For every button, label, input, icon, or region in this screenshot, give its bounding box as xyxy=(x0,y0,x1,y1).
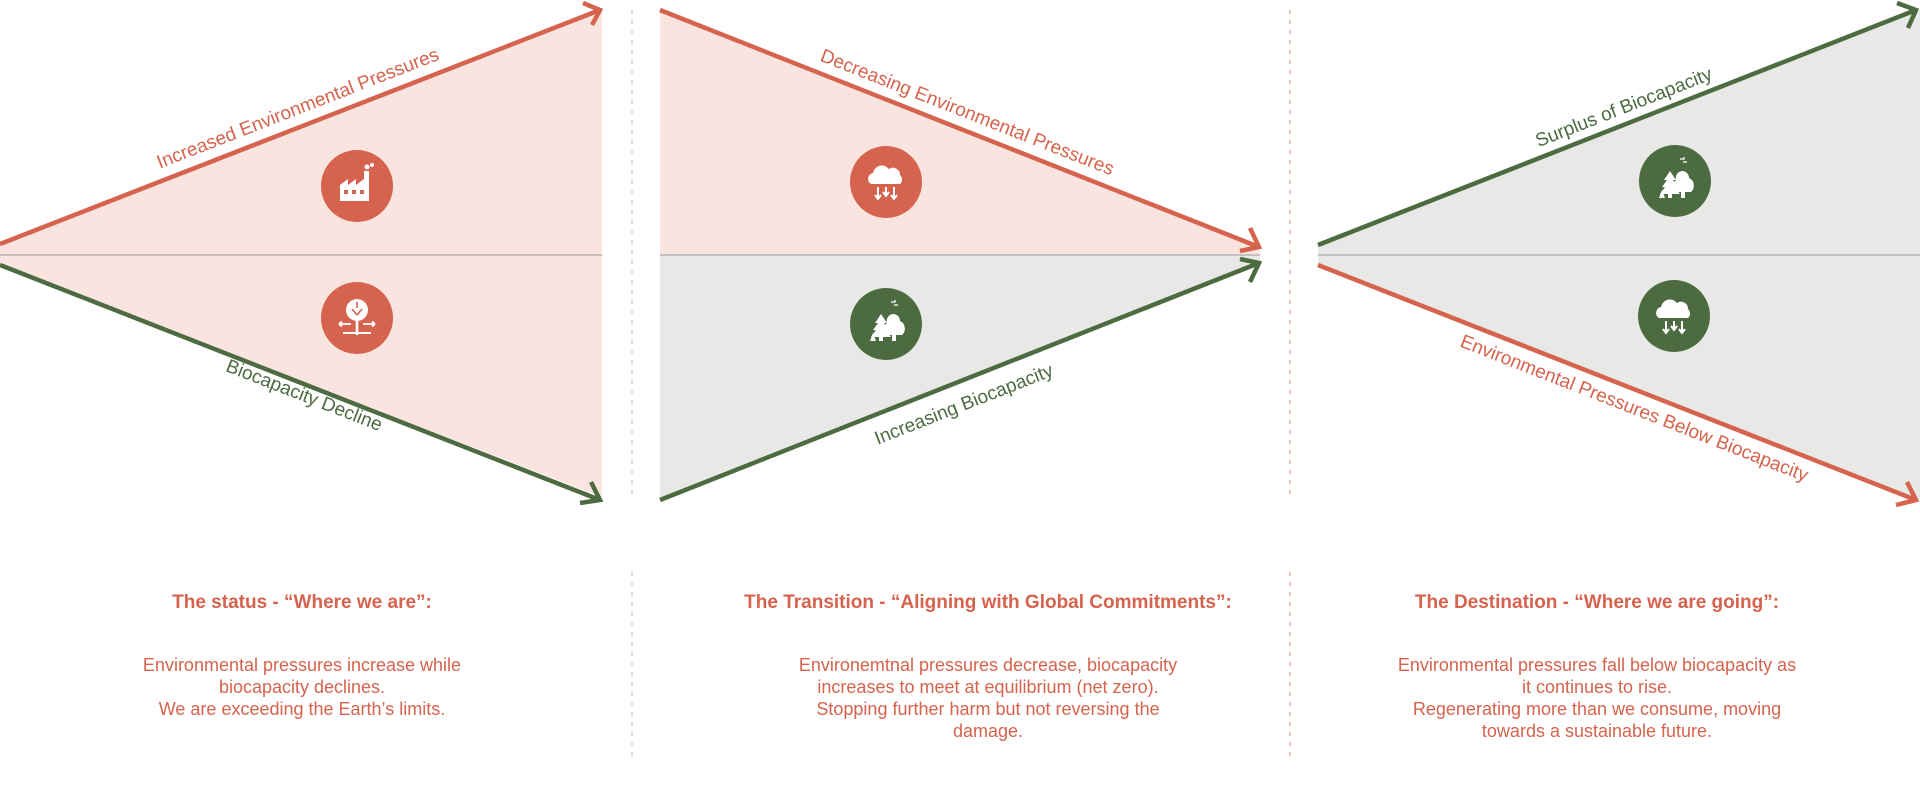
forest-icon xyxy=(1639,145,1711,217)
panel-transition: Decreasing Environmental Pressures Incre… xyxy=(659,7,1263,503)
caption-line: Regenerating more than we consume, movin… xyxy=(1412,699,1782,719)
factory-icon xyxy=(321,150,393,222)
caption-line: Environmental pressures fall below bioca… xyxy=(1397,655,1797,675)
caption-line: Stopping further harm but not reversing … xyxy=(816,699,1160,719)
pressures-below-arrow xyxy=(1317,262,1917,503)
caption-line: Environemtnal pressures decrease, biocap… xyxy=(798,655,1178,675)
caption-body: Environmental pressures fall below bioca… xyxy=(1337,654,1857,742)
caption-line: We are exceeding the Earth’s limits. xyxy=(158,699,446,719)
biocapacity-decline-arrow xyxy=(0,262,601,503)
cloud-emissions-icon xyxy=(1638,280,1710,352)
caption-line: it continues to rise. xyxy=(1521,677,1673,697)
pressure-area xyxy=(0,10,602,255)
increased-pressures-arrow xyxy=(0,7,601,247)
cloud-emissions-icon xyxy=(850,146,922,218)
caption-line: damage. xyxy=(952,721,1024,741)
status-caption: The status - “Where we are”: Environment… xyxy=(42,592,562,720)
pressure-below-area xyxy=(1318,255,1920,500)
surplus-biocapacity-arrowhead xyxy=(1896,0,1920,29)
surplus-biocapacity-arrow xyxy=(1317,7,1917,248)
caption-line: Environmental pressures increase while xyxy=(142,655,462,675)
caption-body: Environemtnal pressures decrease, biocap… xyxy=(728,654,1248,742)
caption-line: biocapacity declines. xyxy=(218,677,386,697)
caption-line: increases to meet at equilibrium (net ze… xyxy=(817,677,1159,697)
transition-caption: The Transition - “Aligning with Global C… xyxy=(728,592,1248,742)
biocapacity-surplus-area xyxy=(1318,10,1920,255)
panel-destination: Surplus of Biocapacity Environmental Pre… xyxy=(1317,0,1920,508)
decline-area xyxy=(0,255,602,497)
forest-icon xyxy=(850,288,922,360)
increasing-biocapacity-arrowhead xyxy=(1239,256,1263,283)
increased-pressures-arrowhead xyxy=(582,0,604,27)
decreasing-pressures-arrowhead xyxy=(1239,227,1263,254)
caption-line: towards a sustainable future. xyxy=(1481,721,1713,741)
pressures-below-arrowhead xyxy=(1895,480,1920,508)
caption-title: The Destination - “Where we are going”: xyxy=(1414,592,1780,613)
caption-title: The status - “Where we are”: xyxy=(172,592,432,613)
increasing-biocapacity-arrow xyxy=(659,260,1260,503)
caption-body: Environmental pressures increase while b… xyxy=(42,654,562,720)
tree-decline-icon xyxy=(321,282,393,354)
destination-caption: The Destination - “Where we are going”: … xyxy=(1337,592,1857,742)
caption-title: The Transition - “Aligning with Global C… xyxy=(744,592,1232,613)
biocapacity-decline-arrowhead xyxy=(579,480,604,506)
decreasing-pressures-arrow xyxy=(659,7,1260,250)
panel-status: Increased Environmental Pressures Biocap… xyxy=(0,0,604,506)
